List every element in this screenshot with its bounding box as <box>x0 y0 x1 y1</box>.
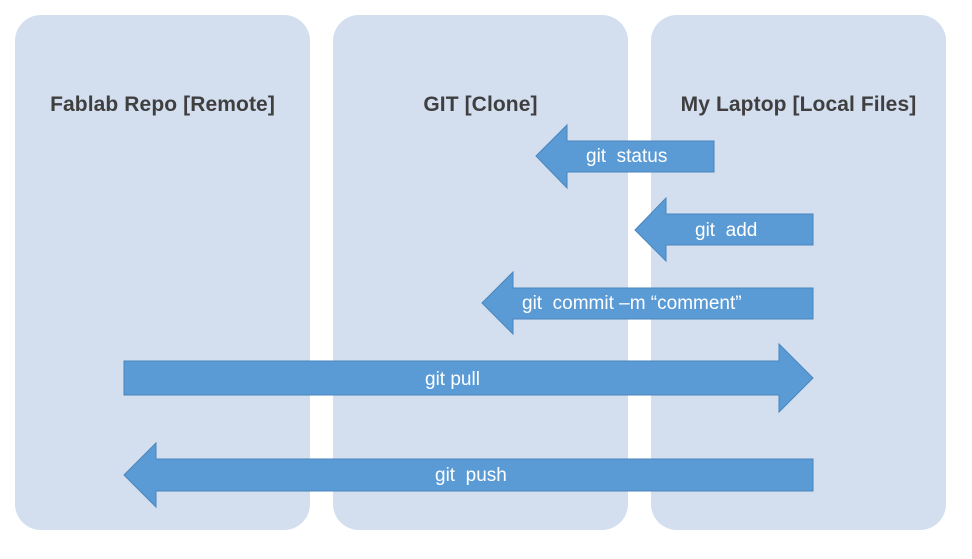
column-title-clone: GIT [Clone] <box>423 93 538 116</box>
column-title-local: My Laptop [Local Files] <box>680 93 917 116</box>
label-git-add: git add <box>695 220 758 241</box>
arrow-git-status <box>535 123 715 190</box>
label-git-push: git push <box>435 465 507 486</box>
label-git-commit: git commit –m “comment” <box>522 293 742 314</box>
column-local-files: My Laptop [Local Files] <box>651 15 946 530</box>
label-git-status: git status <box>586 146 668 167</box>
column-title-remote: Fablab Repo [Remote] <box>50 93 275 116</box>
arrow-git-add <box>634 196 814 263</box>
arrow-git-push <box>123 441 814 509</box>
label-git-pull: git pull <box>425 369 480 390</box>
arrow-git-pull <box>123 342 814 414</box>
arrow-git-commit <box>481 270 814 336</box>
column-remote-repo: Fablab Repo [Remote] <box>15 15 310 530</box>
column-git-clone: GIT [Clone] <box>333 15 628 530</box>
